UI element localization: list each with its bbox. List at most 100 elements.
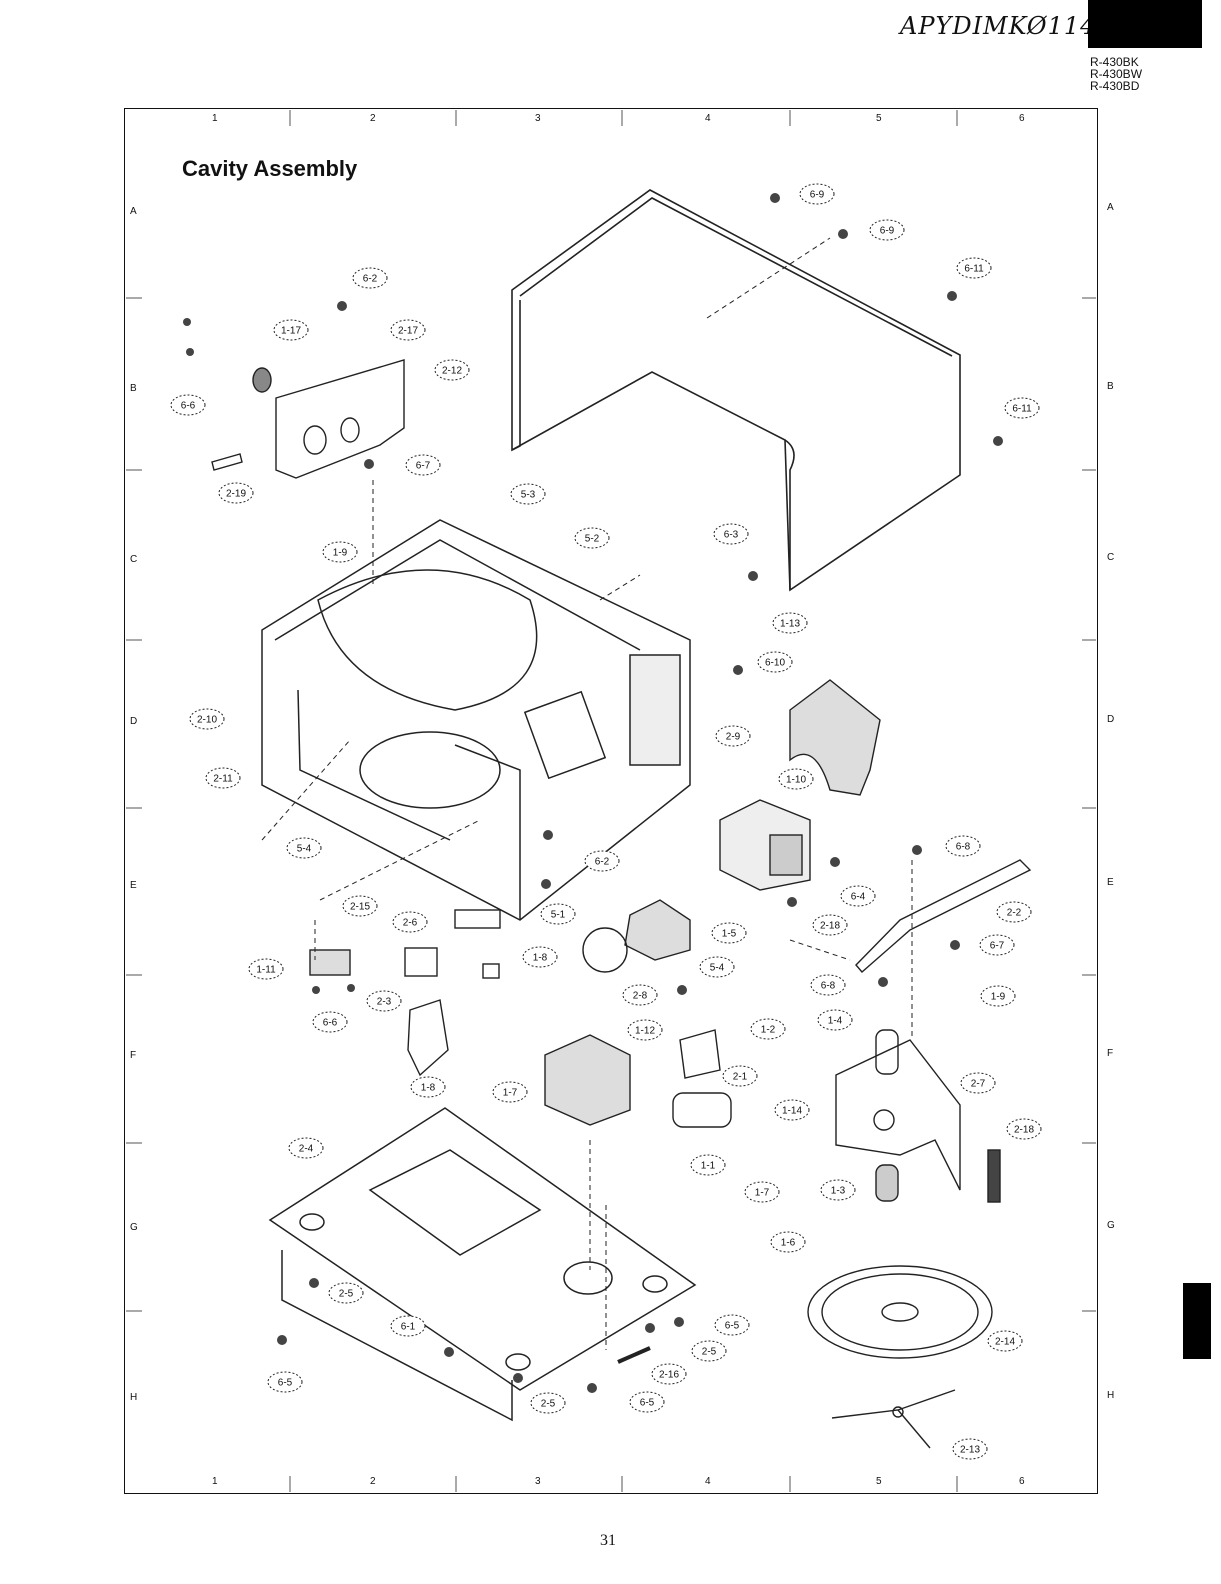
callout-label: 6-10 <box>765 658 785 669</box>
callout-5-2: 5-2 <box>574 527 610 549</box>
callout-1-3: 1-3 <box>820 1179 856 1201</box>
row-label: D <box>130 716 138 727</box>
callout-label: 2-5 <box>339 1289 354 1300</box>
row-label: C <box>1107 552 1115 563</box>
callout-label: 1-7 <box>503 1088 518 1099</box>
callout-label: 6-2 <box>363 274 378 285</box>
callout-1-17: 1-17 <box>273 319 309 341</box>
row-label: A <box>130 206 137 217</box>
callout-label: 5-2 <box>585 534 600 545</box>
callout-label: 2-13 <box>960 1445 980 1456</box>
callout-6-5: 6-5 <box>629 1391 665 1413</box>
callout-2-16: 2-16 <box>651 1363 687 1385</box>
callout-2-8: 2-8 <box>622 984 658 1006</box>
control-bracket <box>211 359 405 479</box>
callout-6-5: 6-5 <box>267 1371 303 1393</box>
callout-label: 2-6 <box>403 918 418 929</box>
column-label: 4 <box>705 113 711 124</box>
row-label: F <box>1107 1048 1114 1059</box>
base-plate <box>268 1107 697 1422</box>
callout-6-6: 6-6 <box>312 1011 348 1033</box>
callout-label: 1-17 <box>281 326 301 337</box>
callout-6-7: 6-7 <box>979 934 1015 956</box>
callout-label: 2-4 <box>299 1144 314 1155</box>
callout-2-5: 2-5 <box>530 1392 566 1414</box>
row-label: G <box>130 1222 138 1233</box>
capacitor <box>672 1029 732 1128</box>
callout-1-1: 1-1 <box>690 1154 726 1176</box>
fan-motor <box>582 899 691 973</box>
row-label: B <box>130 383 137 394</box>
callout-label: 1-3 <box>831 1186 846 1197</box>
switch-assembly <box>309 909 501 1077</box>
callout-label: 6-8 <box>821 981 836 992</box>
row-label: H <box>1107 1390 1115 1401</box>
callout-1-10: 1-10 <box>778 768 814 790</box>
callout-label: 6-11 <box>964 264 984 275</box>
callout-6-11: 6-11 <box>1004 397 1040 419</box>
callout-label: 1-13 <box>780 619 800 630</box>
callout-label: 6-7 <box>416 461 431 472</box>
callout-5-4: 5-4 <box>286 837 322 859</box>
callout-label: 6-9 <box>810 190 825 201</box>
magnetron <box>719 799 811 891</box>
callout-1-8: 1-8 <box>522 946 558 968</box>
turntable-tray <box>807 1265 993 1359</box>
column-label: 4 <box>705 1476 711 1487</box>
callout-6-8: 6-8 <box>810 974 846 996</box>
callout-label: 2-15 <box>350 902 370 913</box>
callout-label: 1-12 <box>635 1026 655 1037</box>
callout-2-2: 2-2 <box>996 901 1032 923</box>
callout-label: 2-1 <box>733 1072 748 1083</box>
model-label: R-430BD <box>1090 79 1140 93</box>
callout-2-17: 2-17 <box>390 319 426 341</box>
callout-2-18: 2-18 <box>1006 1118 1042 1140</box>
column-label: 6 <box>1019 1476 1025 1487</box>
callout-label: 2-9 <box>726 732 741 743</box>
callout-label: 6-5 <box>278 1378 293 1389</box>
callout-label: 2-17 <box>398 326 418 337</box>
callout-label: 6-6 <box>323 1018 338 1029</box>
page-number: 31 <box>600 1532 616 1549</box>
callout-label: 5-4 <box>297 844 312 855</box>
callout-2-5: 2-5 <box>328 1282 364 1304</box>
callout-6-2: 6-2 <box>584 850 620 872</box>
assembly-leaders <box>261 237 913 1350</box>
column-label: 2 <box>370 1476 376 1487</box>
row-label: G <box>1107 1220 1115 1231</box>
callout-6-11: 6-11 <box>956 257 992 279</box>
transformer <box>544 1034 631 1126</box>
model-label: R-430BW <box>1090 67 1143 81</box>
callout-label: 6-7 <box>990 941 1005 952</box>
column-label: 6 <box>1019 113 1025 124</box>
callout-label: 6-11 <box>1012 404 1032 415</box>
callout-label: 6-9 <box>880 226 895 237</box>
callout-2-10: 2-10 <box>189 708 225 730</box>
diagram-title: Cavity Assembly <box>182 156 358 181</box>
callout-label: 5-1 <box>551 910 566 921</box>
callout-2-7: 2-7 <box>960 1072 996 1094</box>
callout-2-9: 2-9 <box>715 725 751 747</box>
callout-1-5: 1-5 <box>711 922 747 944</box>
handwritten-note: APYDIMKØ114 <box>900 12 1097 40</box>
callout-6-9: 6-9 <box>869 219 905 241</box>
callout-label: 2-18 <box>820 921 840 932</box>
callout-1-7: 1-7 <box>492 1081 528 1103</box>
callout-label: 5-3 <box>521 490 536 501</box>
callout-label: 6-1 <box>401 1322 416 1333</box>
callout-2-14: 2-14 <box>987 1330 1023 1352</box>
callout-label: 1-6 <box>781 1238 796 1249</box>
callout-label: 1-9 <box>333 548 348 559</box>
callout-2-1: 2-1 <box>722 1065 758 1087</box>
callout-label: 2-2 <box>1007 908 1022 919</box>
column-label: 3 <box>535 113 541 124</box>
column-label: 1 <box>212 1476 218 1487</box>
callout-6-8: 6-8 <box>945 835 981 857</box>
callout-label: 6-2 <box>595 857 610 868</box>
callout-label: 2-12 <box>442 366 462 377</box>
row-label: E <box>1107 877 1114 888</box>
callout-1-8: 1-8 <box>410 1076 446 1098</box>
callout-label: 2-3 <box>377 997 392 1008</box>
callout-label: 1-5 <box>722 929 737 940</box>
